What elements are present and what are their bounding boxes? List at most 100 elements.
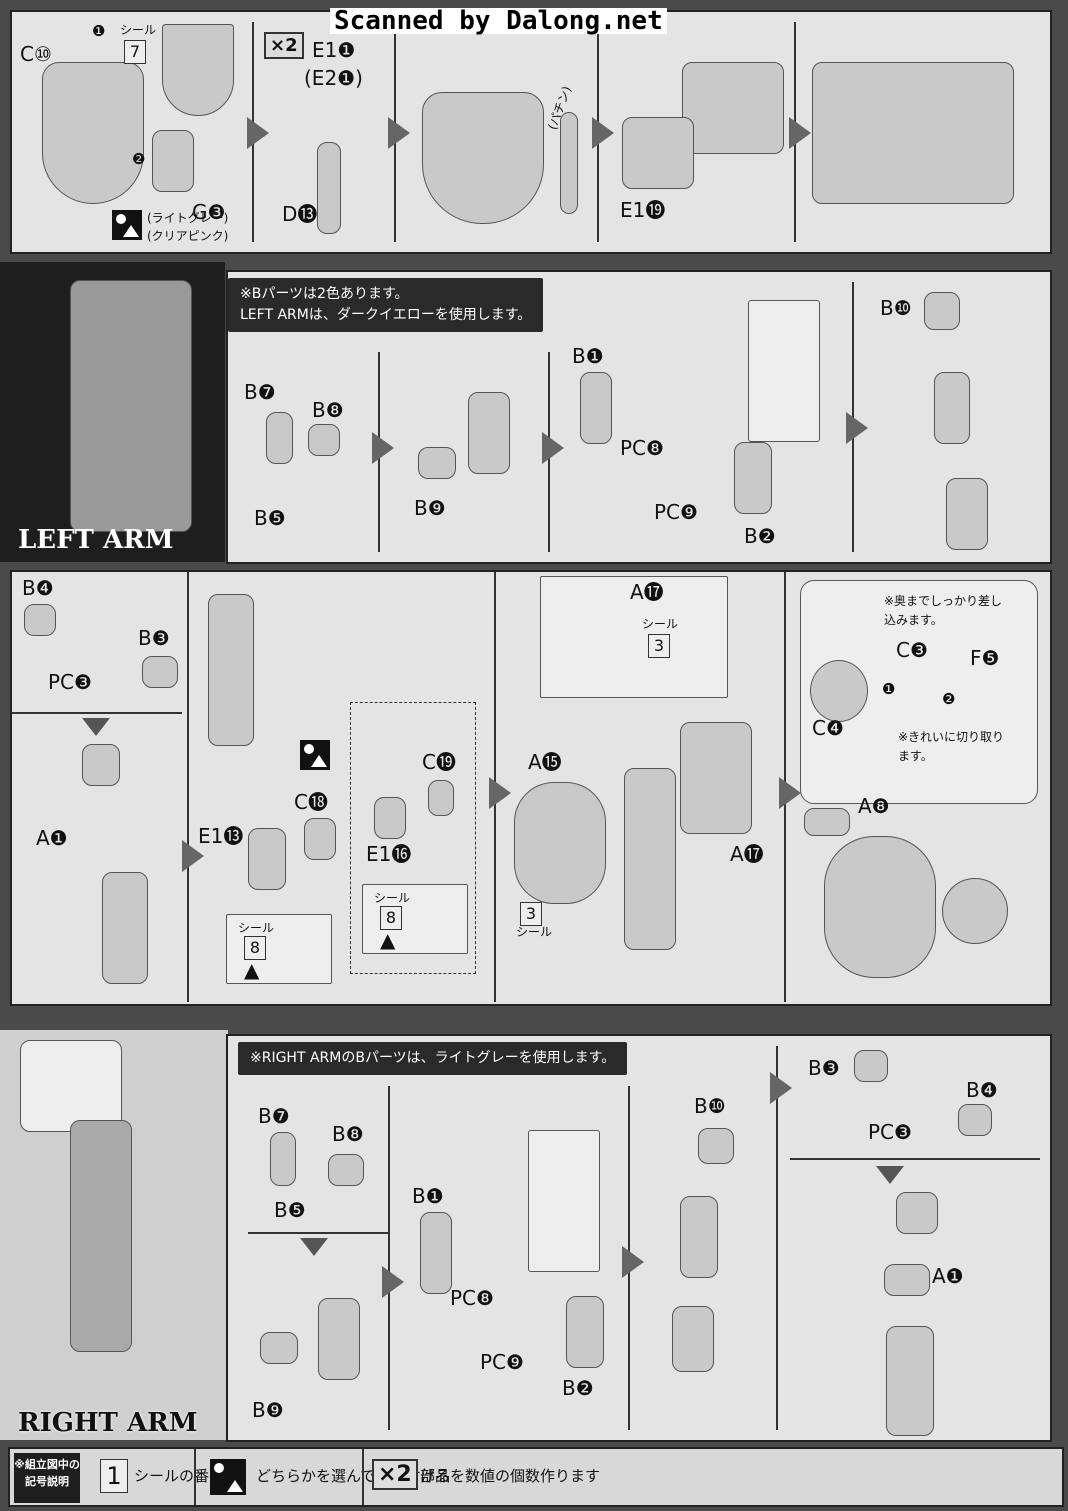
seal-number: 8 [244,936,266,960]
seal-callout [362,884,468,954]
note: ※きれいに切り取ります。 [898,730,1005,764]
part [328,1154,364,1186]
part-label: B❸ [808,1056,840,1080]
divider [790,1158,1040,1160]
x2-icon: ×2 [372,1459,418,1490]
step-right-arm: ※RIGHT ARMのBパーツは、ライトグレーを使用します。 B❼ B❽ B❺ … [226,1034,1052,1442]
rod-part [317,142,341,234]
down-arrow-icon [82,718,110,736]
seal-number-icon: 1 [100,1459,128,1493]
forearm-part [886,1326,934,1436]
assembled-part [812,62,1014,204]
part-label: D⓭ [282,202,318,226]
part-label: B❺ [274,1198,306,1222]
legend-desc: シールの番号 [134,1467,225,1485]
seal-number: 3 [520,902,542,926]
right-arm-title: RIGHT ARM [18,1408,198,1438]
note: ※RIGHT ARMのBパーツは、ライトグレーを使用します。 [238,1042,628,1075]
part [266,412,293,464]
part-label: B❹ [966,1078,998,1102]
seal-number: 8 [380,906,402,930]
triangle-mark: ▲ [380,928,396,952]
part [580,372,612,444]
part [24,604,56,636]
choice-icon [300,740,330,770]
part-label: B❼ [244,380,276,404]
forearm-part [102,872,148,984]
step-number: ❷ [132,150,146,168]
seal-number: 3 [648,634,670,658]
part-label: E1⓳ [620,198,666,222]
hand-part [374,797,406,839]
part [428,780,454,816]
part-label: A❽ [858,794,890,818]
part-label: B❿ [880,296,912,320]
option-box [350,702,476,974]
right-arm-photo-shape [20,1040,122,1132]
seal-number: 7 [124,40,146,64]
divider [248,1232,388,1234]
next-arrow-icon [247,117,269,149]
part-label: PC❸ [868,1120,912,1144]
shoulder-part [514,782,606,904]
part-label: G❸ [192,200,226,224]
next-arrow-icon [372,432,394,464]
part-label: A⓯ [528,750,562,774]
shield-part [422,92,544,224]
part [810,660,868,722]
next-arrow-icon [182,840,204,872]
part-label: B❽ [332,1122,364,1146]
seal-label: シール [120,23,157,37]
part [142,656,178,688]
note-line: ※Bパーツは2色あります。 [240,286,409,302]
down-arrow-icon [876,1166,904,1184]
part-label: E1⓰ [366,842,412,866]
divider [776,1046,778,1430]
color-option: (ライトグレー) [147,211,229,225]
next-arrow-icon [382,1266,404,1298]
part [468,392,510,474]
part-label: B❶ [572,344,604,368]
triangle-mark: ▲ [244,958,260,982]
x2-badge: ×2 [264,32,304,59]
part-label: PC❾ [480,1350,524,1374]
part-label: C❸ [896,638,928,662]
part [270,1132,296,1186]
part [680,1196,718,1278]
part-label: PC❽ [620,436,664,460]
seal-callout [226,914,332,984]
seal-shape [162,24,234,116]
divider [194,1449,196,1505]
part-label: C⓲ [294,790,328,814]
next-arrow-icon [789,117,811,149]
part [854,1050,888,1082]
seal-label: シール [642,617,679,631]
part-label: PC❽ [450,1286,494,1310]
detail-callout [540,576,728,698]
part-label: A⓱ [730,842,764,866]
part-label: F❺ [970,646,1000,670]
shoulder-part [824,836,936,978]
divider [12,712,182,714]
part-label: C⓳ [422,750,456,774]
part [418,447,456,479]
note: ※Bパーツは2色あります。 LEFT ARMは、ダークイエローを使用します。 [228,278,544,332]
part [260,1332,298,1364]
detail-callout [748,300,820,442]
seal-label: シール [238,921,275,935]
detail-callout [528,1130,600,1272]
left-arm-photo-shape [70,280,192,532]
part [958,1104,992,1136]
right-arm-photo-shape [70,1120,132,1352]
note: ※奥までしっかり差し込みます。 [884,594,1003,628]
divider [187,572,189,1002]
part [734,442,772,514]
legend-title: ※組立図中の記号説明 [14,1453,80,1503]
part-label: E1⓭ [198,824,244,848]
part [304,818,336,860]
part [934,372,970,444]
hand-part [248,828,286,890]
rod-part [560,112,578,214]
arm-part [624,768,676,950]
